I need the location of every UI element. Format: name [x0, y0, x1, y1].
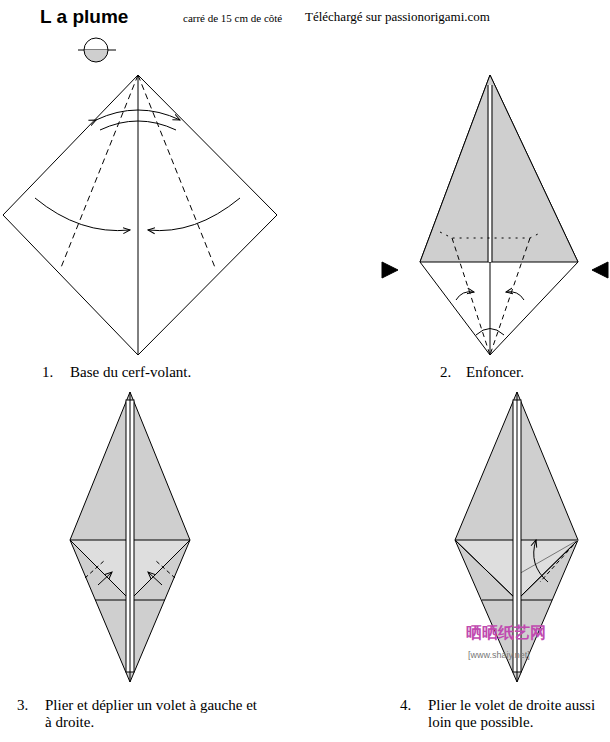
step-number: 1.: [42, 364, 53, 381]
step-caption: Plier et déplier un volet à gauche et à …: [45, 697, 260, 732]
step4-figure: [455, 392, 578, 682]
step1-figure: [3, 75, 277, 355]
step-number: 4.: [400, 697, 411, 714]
watermark: 晒晒纸艺网: [466, 624, 546, 642]
step-number: 3.: [17, 697, 28, 714]
step-caption: Plier le volet de droite aussi loin que …: [428, 697, 606, 732]
step3-figure: [70, 392, 190, 682]
step-number-caption: Enfoncer.: [466, 364, 524, 381]
page-title: L a plume: [40, 6, 128, 28]
watermark-url: [www.shaiy.net]: [468, 650, 530, 660]
step-caption: Base du cerf-volant.: [70, 364, 191, 381]
source-note: Téléchargé sur passionorigami.com: [305, 10, 490, 25]
paper-symbol: [78, 38, 116, 62]
paper-size-note: carré de 15 cm de côté: [183, 12, 282, 25]
step2-figure: [382, 75, 608, 355]
step-number: 2.: [440, 364, 451, 381]
